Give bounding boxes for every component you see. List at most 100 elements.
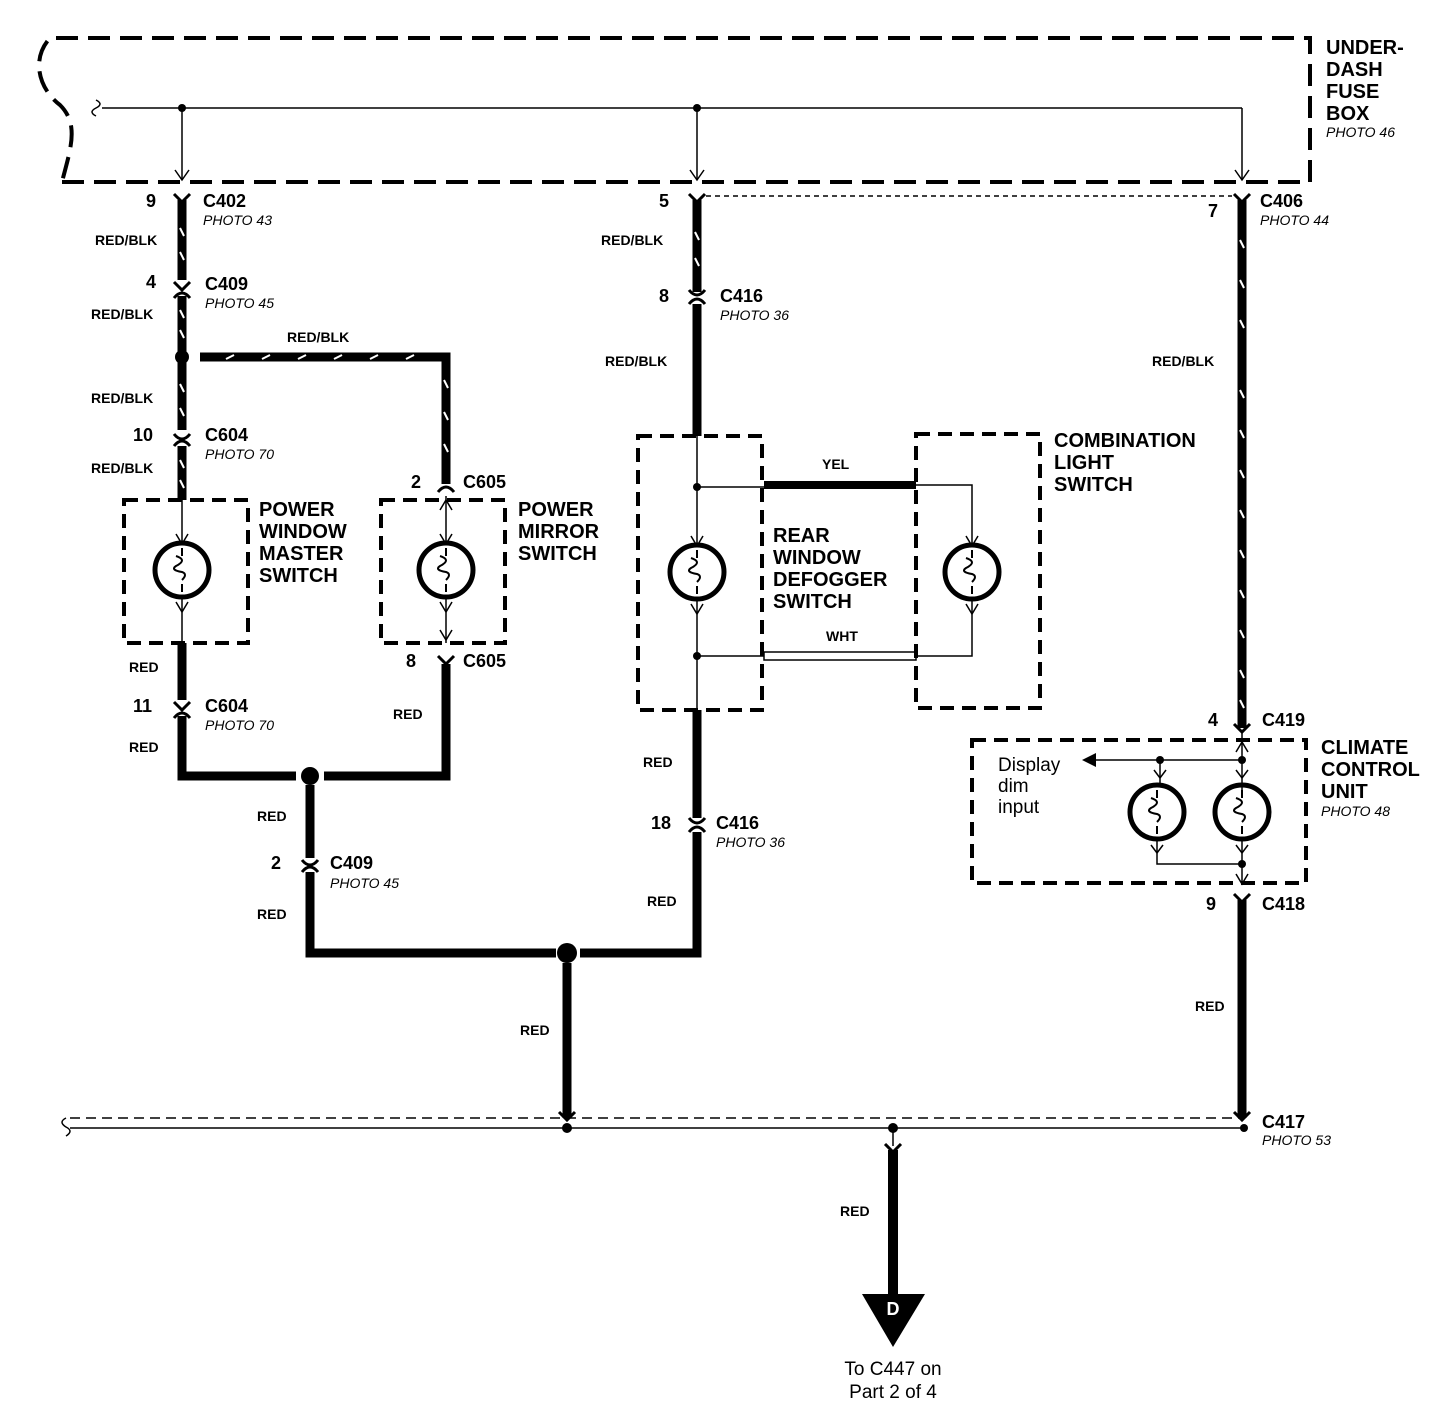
c409-bot-connector-symbol <box>300 859 320 873</box>
c605-top-name: C605 <box>463 472 506 492</box>
ccu-label-1: CLIMATE <box>1321 737 1408 759</box>
c605-bot-name: C605 <box>463 651 506 671</box>
c604-top-photo: PHOTO 70 <box>205 446 274 462</box>
cls-outline <box>914 432 1042 710</box>
center-lower-wires: RED 18 C416 PHOTO 36 RED RED <box>520 710 785 1118</box>
c604-bot-pin: 11 <box>133 696 152 716</box>
ccu-label-3: UNIT <box>1321 781 1368 803</box>
rear-window-defogger-switch: REAR WINDOW DEFOGGER SWITCH <box>636 434 888 712</box>
c605-bot-pin: 8 <box>406 651 416 671</box>
c604-bot-connector-symbol <box>172 700 192 719</box>
c402-connector-symbol <box>172 192 192 205</box>
c409-top-pin: 4 <box>146 272 156 292</box>
wire-label-c605-bot: RED <box>393 706 423 722</box>
c416-top-pin: 8 <box>659 286 669 306</box>
wire-label-main-drop: RED <box>520 1022 550 1038</box>
c406-pin: 7 <box>1208 201 1218 221</box>
wire-label-yel: YEL <box>822 456 850 472</box>
rwd-label-4: SWITCH <box>773 591 852 613</box>
c406-name: C406 <box>1260 191 1303 211</box>
ground-ref-line-2: Part 2 of 4 <box>849 1382 937 1403</box>
switch-links: YEL WHT <box>697 456 973 661</box>
c416-bot-connector-symbol <box>687 817 707 833</box>
fuse-arrow-2 <box>689 169 705 182</box>
left-branch: 9 C402 PHOTO 43 RED/BLK 4 C409 PHOTO 45 … <box>91 191 451 500</box>
fuse-box-label-4: BOX <box>1326 103 1370 125</box>
combination-light-switch: COMBINATION LIGHT SWITCH <box>914 430 1196 710</box>
c605-top-pin: 2 <box>411 472 421 492</box>
right-lower-wires: 9 C418 RED <box>1195 892 1305 1118</box>
c419-pin: 4 <box>1208 710 1218 730</box>
pwm-label-1: POWER <box>259 499 335 521</box>
pms-outline <box>379 498 507 645</box>
ccu-dim-label-3: input <box>998 797 1040 818</box>
fuse-box-outline <box>37 36 1312 184</box>
c417-bus: C417 PHOTO 53 RED D To C447 on Part 2 of… <box>61 1110 1331 1403</box>
wire-splice-to-mirror <box>200 352 451 484</box>
ccu-dim-label-1: Display <box>998 755 1061 776</box>
wire-label-wht: WHT <box>826 628 858 644</box>
cls-bulb-icon <box>942 542 1002 602</box>
fuse-box: UNDER- DASH FUSE BOX PHOTO 46 <box>37 36 1404 184</box>
wire-label-c416-top: RED/BLK <box>601 232 663 248</box>
pms-label-2: MIRROR <box>518 521 600 543</box>
c409-bot-pin: 2 <box>271 853 281 873</box>
left-lower-wires: RED 11 C604 PHOTO 70 RED RED RED 2 C409 … <box>129 643 556 958</box>
ccu-outline <box>970 738 1308 885</box>
c604-top-pin: 10 <box>133 425 153 445</box>
c416-top-name: C416 <box>720 286 763 306</box>
c604-top-connector-symbol <box>172 433 192 447</box>
wire-wht <box>763 651 917 661</box>
c416-top-photo: PHOTO 36 <box>720 307 789 323</box>
wire-label-rwd-out: RED <box>643 754 673 770</box>
pwm-label-4: SWITCH <box>259 565 338 587</box>
wire-label-to-mirror: RED/BLK <box>287 329 349 345</box>
c416-bot-name: C416 <box>716 813 759 833</box>
wire-label-c409-bot-top: RED <box>257 808 287 824</box>
ccu-dim-arrow <box>1082 753 1096 767</box>
wire-c604-bot-junction <box>177 716 296 781</box>
ccu-photo: PHOTO 48 <box>1321 803 1390 819</box>
rwd-label-1: REAR <box>773 525 830 547</box>
power-window-master-switch: POWER WINDOW MASTER SWITCH <box>122 498 347 645</box>
c604-bot-photo: PHOTO 70 <box>205 717 274 733</box>
wire-label-c416-mid: RED/BLK <box>605 353 667 369</box>
wire-label-c409-bot-bottom: RED <box>257 906 287 922</box>
c402-photo: PHOTO 43 <box>203 212 272 228</box>
c409-top-name: C409 <box>205 274 248 294</box>
c416-bot-photo: PHOTO 36 <box>716 834 785 850</box>
ccu-label-2: CONTROL <box>1321 759 1420 781</box>
pms-label-1: POWER <box>518 499 594 521</box>
c417-name: C417 <box>1262 1112 1305 1132</box>
c604-top-name: C604 <box>205 425 248 445</box>
c416-top-connector-symbol <box>687 289 707 305</box>
ground-ref-triangle-icon <box>862 1294 925 1347</box>
c419-name: C419 <box>1262 710 1305 730</box>
wire-c605-bot-junction <box>324 664 451 781</box>
c409-top-connector-symbol <box>172 280 192 299</box>
fuse-arrow-1 <box>174 169 190 182</box>
c605-bot-connector-symbol <box>436 654 456 667</box>
c418-name: C418 <box>1262 894 1305 914</box>
c605-top-connector-symbol <box>436 485 456 493</box>
c417-photo: PHOTO 53 <box>1262 1132 1331 1148</box>
fuse-box-label-2: DASH <box>1326 59 1383 81</box>
fuse-box-label-1: UNDER- <box>1326 37 1404 59</box>
ccu-dim-label-2: dim <box>998 776 1029 797</box>
rwd-label-2: WINDOW <box>773 547 861 569</box>
c416-bot-pin: 18 <box>651 813 671 833</box>
wire-label-c406: RED/BLK <box>1152 353 1214 369</box>
wire-label-c604-top: RED/BLK <box>91 460 153 476</box>
wire-label-pwm-out: RED <box>129 659 159 675</box>
pwm-label-2: WINDOW <box>259 521 347 543</box>
c604-bot-name: C604 <box>205 696 248 716</box>
wire-label-c418: RED <box>1195 998 1225 1014</box>
fuse-box-label-3: FUSE <box>1326 81 1379 103</box>
splice-left-bottom <box>301 767 319 785</box>
center-branch: 5 RED/BLK 8 C416 PHOTO 36 RED/BLK <box>601 191 1232 436</box>
c409-top-photo: PHOTO 45 <box>205 295 274 311</box>
wire-label-ground: RED <box>840 1203 870 1219</box>
c409-bot-photo: PHOTO 45 <box>330 875 399 891</box>
cls-label-3: SWITCH <box>1054 474 1133 496</box>
